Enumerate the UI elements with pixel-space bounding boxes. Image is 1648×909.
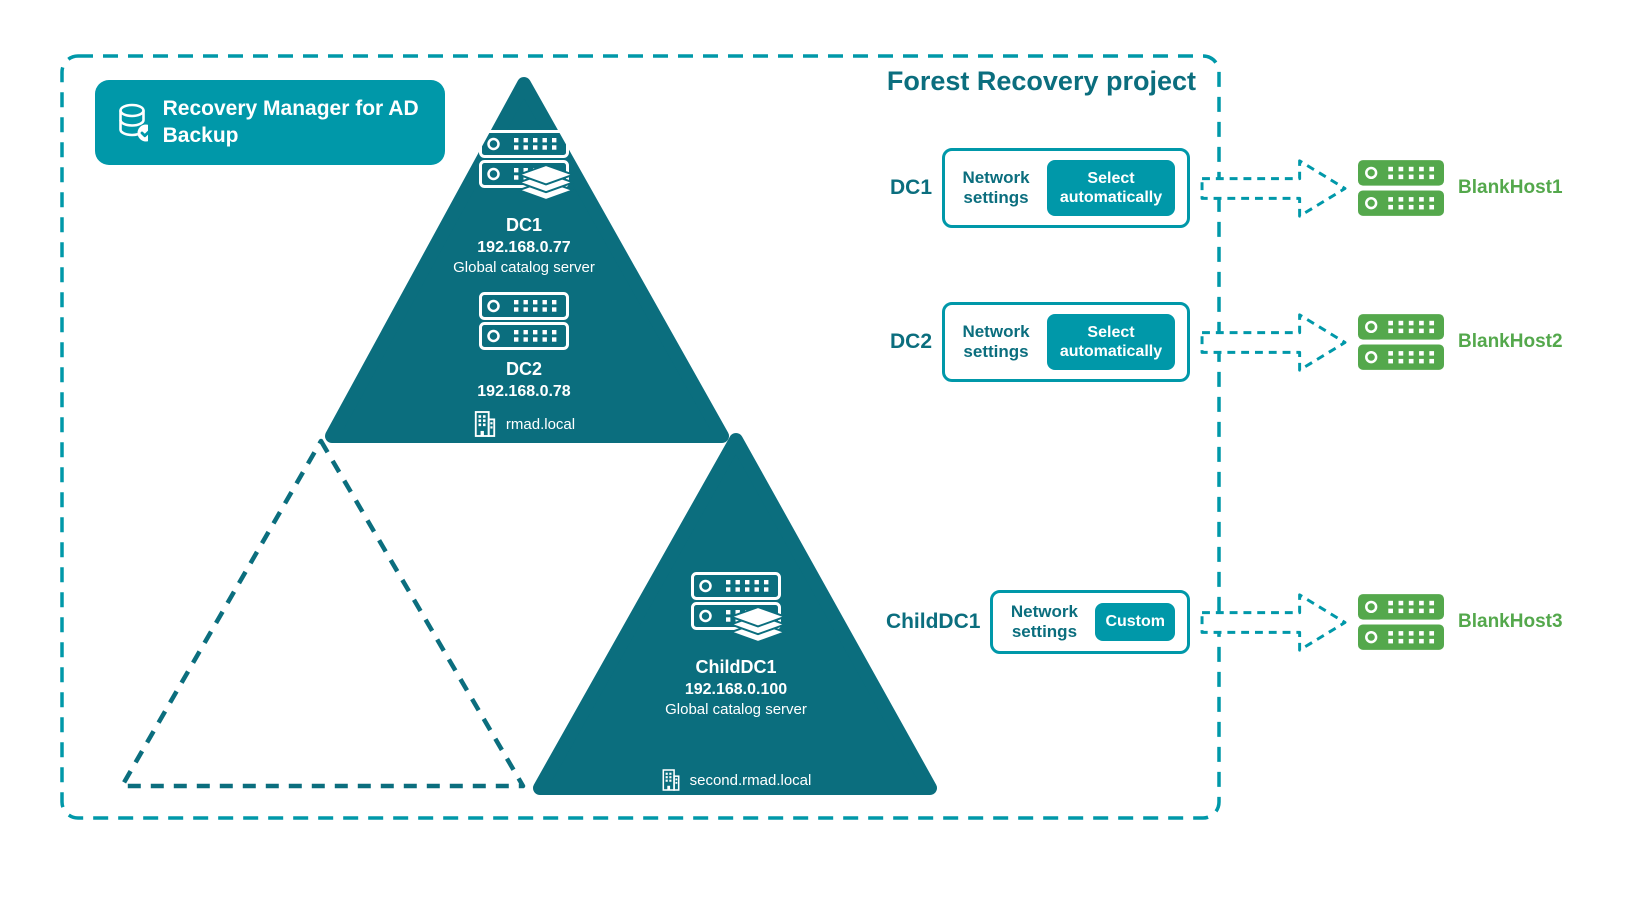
dc-ip: 192.168.0.77	[477, 239, 571, 256]
dc-ip: 192.168.0.100	[684, 681, 788, 698]
domain-rmad-content: DC1 192.168.0.77 Global catalog server D…	[374, 130, 674, 438]
domain-name-second: second.rmad.local	[661, 766, 812, 794]
building-icon	[661, 769, 680, 791]
row-dc-label: ChildDC1	[885, 610, 981, 633]
empty-domain-triangle	[119, 438, 526, 789]
dashed-arrow-right-icon	[1200, 158, 1347, 218]
backup-stack-icon	[729, 606, 787, 643]
dc-name: DC2	[505, 359, 542, 379]
target-host-label: BlankHost2	[1458, 331, 1563, 352]
dc1-server	[479, 130, 575, 201]
domain-second-content: ChildDC1 192.168.0.100 Global catalog se…	[586, 572, 886, 794]
dc-role: Global catalog server	[453, 259, 595, 276]
dc-role: Global catalog server	[665, 701, 807, 718]
backup-stack-icon	[517, 164, 575, 201]
building-icon	[474, 411, 496, 437]
target-host-label: BlankHost3	[1458, 611, 1563, 632]
row-dc-label: DC1	[889, 176, 932, 199]
domain-name-label: second.rmad.local	[689, 771, 812, 789]
blank-host-server-icon	[1358, 160, 1444, 217]
target-host-label: BlankHost1	[1458, 177, 1563, 198]
dc2-server	[479, 292, 569, 350]
childdc1-server	[691, 572, 787, 643]
network-settings-box: Network settings Select automatically	[942, 147, 1190, 229]
dashed-arrow-right-icon	[1200, 312, 1347, 372]
domain-name-rmad: rmad.local	[473, 410, 575, 438]
recovery-row-dc2: DC2 Network settings Select automaticall…	[818, 297, 1563, 387]
diagram-title: Forest Recovery project	[886, 66, 1196, 96]
badge-label: Recovery Manager for AD Backup	[162, 96, 419, 147]
server-icon	[479, 292, 569, 350]
dc-name: DC1	[505, 215, 542, 235]
dc-ip: 192.168.0.78	[477, 383, 571, 400]
custom-button[interactable]: Custom	[1095, 603, 1175, 641]
network-settings-label: Network settings	[962, 167, 1030, 207]
recovery-manager-badge: Recovery Manager for AD Backup	[95, 80, 445, 165]
dashed-arrow-right-icon	[1200, 592, 1347, 652]
row-dc-label: DC2	[889, 330, 932, 353]
blank-host-server-icon	[1358, 594, 1444, 651]
network-settings-box: Network settings Select automatically	[942, 301, 1190, 383]
select-automatically-button[interactable]: Select automatically	[1047, 313, 1175, 371]
network-settings-label: Network settings	[962, 321, 1030, 361]
network-settings-box: Network settings Custom	[990, 589, 1190, 655]
blank-host-server-icon	[1358, 314, 1444, 371]
dc-name: ChildDC1	[695, 657, 777, 677]
select-automatically-button[interactable]: Select automatically	[1047, 159, 1175, 217]
recovery-row-dc1: DC1 Network settings Select automaticall…	[818, 143, 1563, 233]
domain-name-label: rmad.local	[505, 415, 576, 433]
recovery-row-childdc1: ChildDC1 Network settings Custom BlankHo…	[818, 577, 1563, 667]
database-check-icon	[119, 103, 148, 143]
network-settings-label: Network settings	[1010, 601, 1078, 641]
